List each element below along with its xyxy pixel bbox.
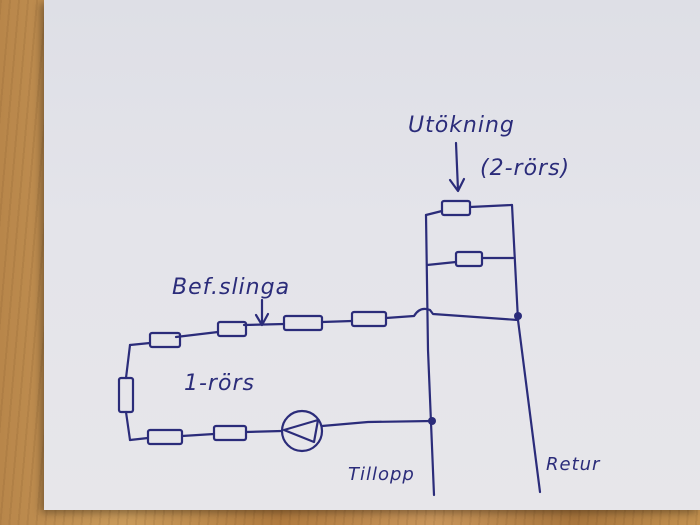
pump-triangle-icon [282,418,320,444]
existing-loop-bottom-pipe [128,419,434,442]
bef-slinga-arrow [254,298,270,327]
retur-pipe [510,203,542,494]
pump-icon [280,409,324,453]
one-pipe-label: 1-rörs [184,371,255,396]
paper-sheet [44,0,700,510]
retur-label: Retur [546,454,601,475]
lower-2pipe-branch [425,256,515,267]
tillopp-label: Tillopp [348,464,415,485]
upper-radiator [440,199,472,217]
loop-radiator-4 [350,310,388,328]
loop-radiator-1 [148,331,182,349]
loop-radiator-6 [146,428,184,446]
tillopp-pipe [424,213,436,497]
upper-2pipe-branch [424,203,514,217]
loop-radiator-7 [212,424,248,442]
bef-slinga-label: Bef.slinga [172,275,290,300]
loop-radiator-3 [282,314,324,332]
junction-dot-supply [428,417,436,425]
existing-loop-top-pipe [128,307,520,347]
loop-radiator-2 [216,320,248,338]
junction-dot-return [514,312,522,320]
two-pipe-label: (2-rörs) [480,156,570,181]
lower-radiator [454,250,484,268]
loop-radiator-5 [117,376,135,414]
utokning-label: Utökning [408,113,515,138]
utokning-arrow [448,141,466,193]
existing-loop-left-pipe [124,343,132,442]
